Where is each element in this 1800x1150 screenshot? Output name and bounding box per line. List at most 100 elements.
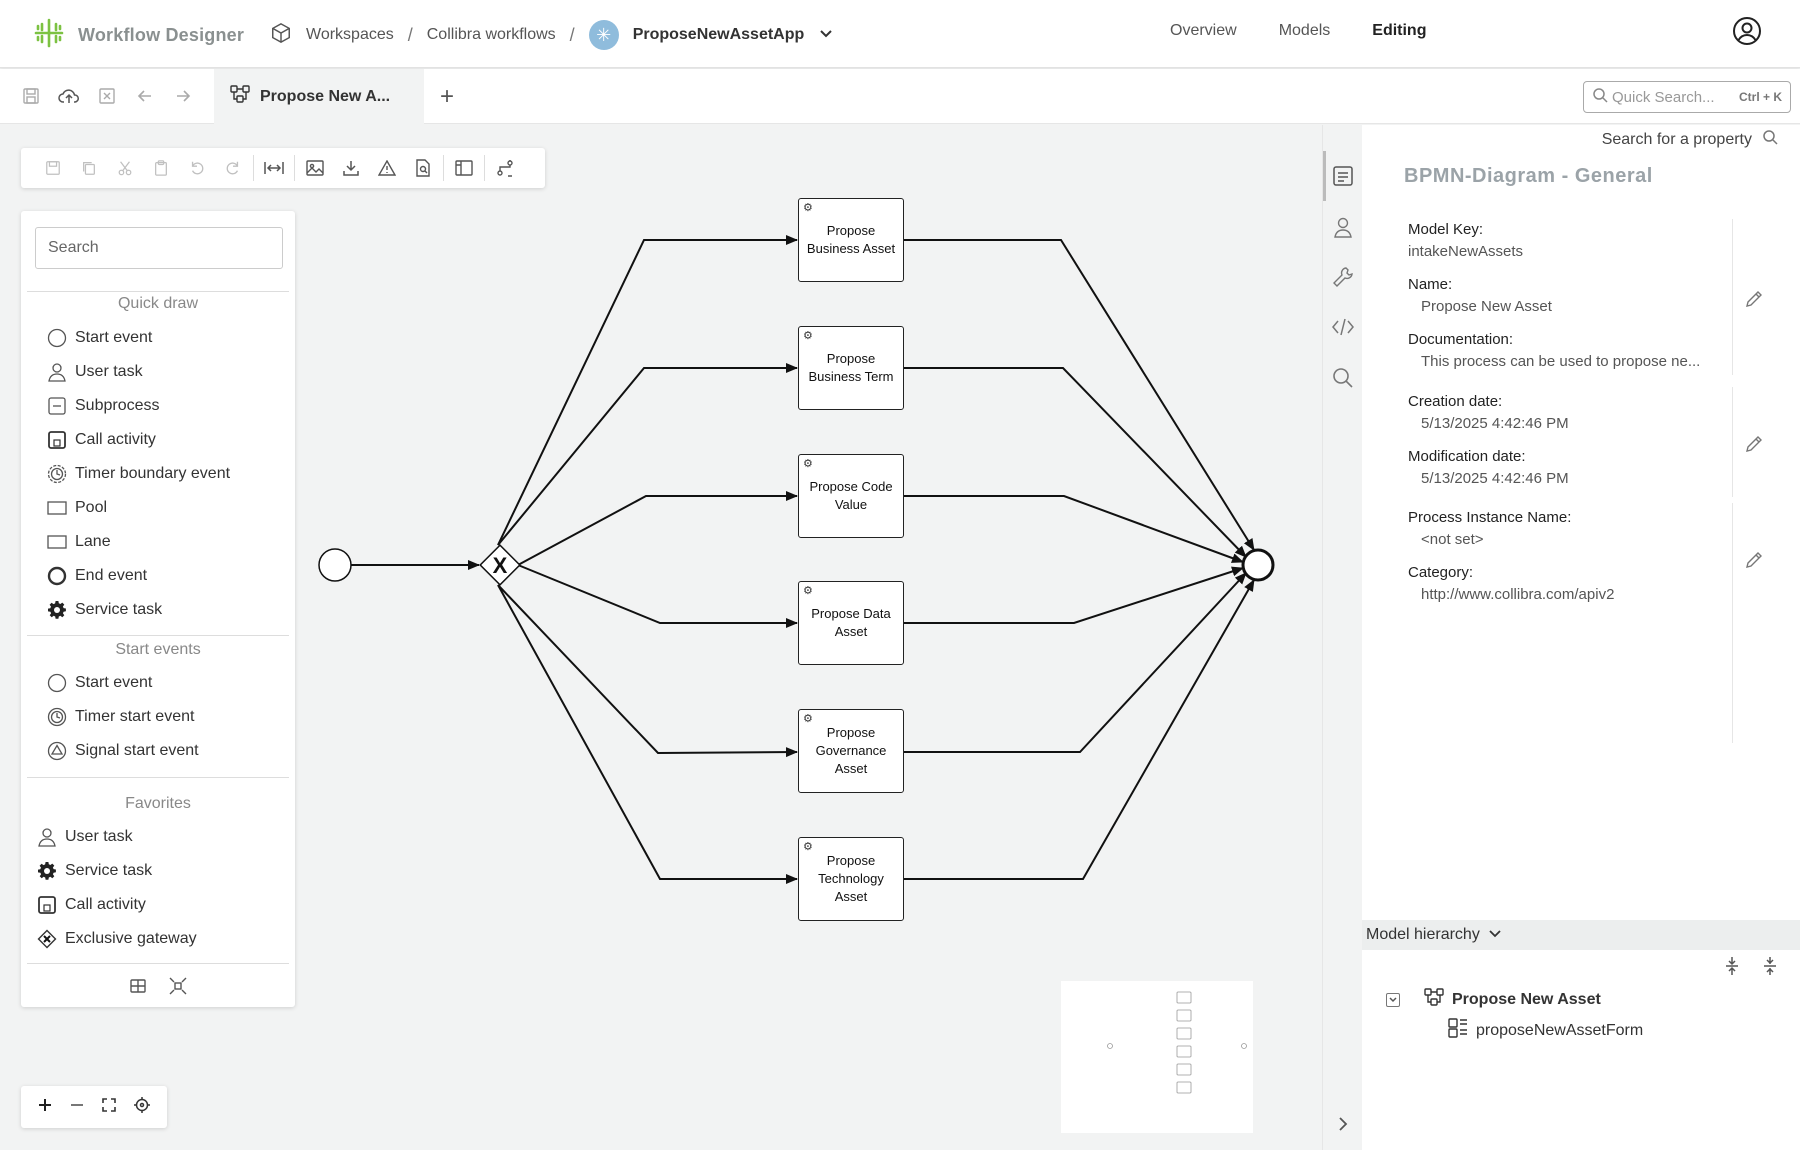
palette-item-call-activity[interactable]: Call activity xyxy=(47,430,156,450)
image-icon[interactable] xyxy=(297,150,333,186)
paste-icon[interactable] xyxy=(143,150,179,186)
name-value[interactable]: Propose New Asset xyxy=(1421,298,1552,315)
task-propose-code-value[interactable]: ⚙ Propose Code Value xyxy=(798,454,904,538)
favorite-item-user-task[interactable]: User task xyxy=(37,827,133,847)
documentation-label: Documentation: xyxy=(1408,331,1514,348)
favorite-item-exclusive-gateway[interactable]: Exclusive gateway xyxy=(37,929,197,949)
fit-width-icon[interactable] xyxy=(256,150,292,186)
warning-icon[interactable] xyxy=(369,150,405,186)
creation-date-value: 5/13/2025 4:42:46 PM xyxy=(1421,415,1569,432)
property-search[interactable]: Search for a property xyxy=(1602,129,1778,150)
copy-icon[interactable] xyxy=(71,150,107,186)
wrench-icon[interactable] xyxy=(1331,265,1355,289)
quick-search-input[interactable]: Quick Search... Ctrl + K xyxy=(1583,81,1791,113)
breadcrumb-workspaces[interactable]: Workspaces xyxy=(306,26,394,43)
palette-item-subprocess[interactable]: Subprocess xyxy=(47,396,160,416)
user-icon[interactable] xyxy=(1331,215,1355,239)
undo-icon[interactable] xyxy=(179,150,215,186)
save-icon[interactable] xyxy=(20,85,42,107)
palette-item-timer-boundary-event[interactable]: Timer boundary event xyxy=(47,464,230,484)
divider xyxy=(27,963,289,964)
redo-icon[interactable] xyxy=(215,150,251,186)
nav-models[interactable]: Models xyxy=(1278,22,1331,39)
collapse-icon[interactable] xyxy=(169,977,187,1000)
pencil-icon[interactable] xyxy=(1744,550,1764,570)
call-activity-icon xyxy=(37,895,57,915)
collapse-toggle-icon[interactable] xyxy=(1386,992,1400,1007)
collapse-all-icon[interactable] xyxy=(1760,956,1780,981)
palette-item-start-event[interactable]: Start event xyxy=(47,673,152,693)
chevron-right-icon[interactable] xyxy=(1331,1112,1355,1136)
palette-item-pool[interactable]: Pool xyxy=(47,498,107,518)
property-group-general: Model Key: intakeNewAssets Name: Propose… xyxy=(1408,221,1748,386)
download-icon[interactable] xyxy=(333,150,369,186)
documentation-value[interactable]: This process can be used to propose ne..… xyxy=(1421,353,1701,370)
zoom-out-icon[interactable] xyxy=(69,1097,85,1118)
crosshair-icon[interactable] xyxy=(133,1096,151,1119)
category-value[interactable]: http://www.collibra.com/apiv2 xyxy=(1421,586,1615,603)
chevron-down-icon[interactable] xyxy=(818,25,834,46)
process-instance-name-value[interactable]: <not set> xyxy=(1421,531,1484,548)
gear-icon xyxy=(47,600,67,620)
cut-icon[interactable] xyxy=(107,150,143,186)
palette-item-user-task[interactable]: User task xyxy=(47,362,143,382)
palette-item-service-task[interactable]: Service task xyxy=(47,600,162,620)
fit-screen-icon[interactable] xyxy=(101,1097,117,1118)
start-event-icon xyxy=(47,673,67,693)
document-search-icon[interactable] xyxy=(405,150,441,186)
model-hierarchy-title: Model hierarchy xyxy=(1366,926,1480,943)
search-icon[interactable] xyxy=(1331,366,1355,390)
task-propose-data-asset[interactable]: ⚙ Propose Data Asset xyxy=(798,581,904,665)
palette-item-signal-start-event[interactable]: Signal start event xyxy=(47,741,199,761)
nav-overview[interactable]: Overview xyxy=(1170,22,1237,39)
back-arrow-icon[interactable] xyxy=(134,85,156,107)
task-propose-business-term[interactable]: ⚙ Propose Business Term xyxy=(798,326,904,410)
hierarchy-root[interactable]: Propose New Asset xyxy=(1386,988,1601,1011)
lane-icon xyxy=(47,532,67,552)
palette-item-lane[interactable]: Lane xyxy=(47,532,111,552)
diagram-canvas[interactable]: X ⚙ Propose Business Asset ⚙ Propose Bus… xyxy=(0,125,1322,1150)
section-heading: Start events xyxy=(115,641,201,658)
add-tab-button[interactable]: + xyxy=(440,83,455,110)
task-propose-business-asset[interactable]: ⚙ Propose Business Asset xyxy=(798,198,904,282)
app-title: Workflow Designer xyxy=(78,25,245,45)
code-icon[interactable] xyxy=(1331,315,1355,339)
panel-layout-icon[interactable] xyxy=(446,150,482,186)
grid-icon[interactable] xyxy=(129,977,147,1000)
properties-panel: Search for a property BPMN-Diagram - Gen… xyxy=(1362,125,1800,920)
route-icon[interactable] xyxy=(487,150,523,186)
hierarchy-child[interactable]: proposeNewAssetForm xyxy=(1448,1018,1643,1043)
gear-icon: ⚙ xyxy=(803,841,813,853)
close-file-icon[interactable] xyxy=(96,85,118,107)
user-profile-icon[interactable] xyxy=(1732,16,1762,46)
palette-item-timer-start-event[interactable]: Timer start event xyxy=(47,707,194,727)
process-icon xyxy=(230,85,250,108)
favorite-item-call-activity[interactable]: Call activity xyxy=(37,895,146,915)
palette-search-input[interactable]: Search xyxy=(35,227,283,269)
tab-propose-new-asset[interactable]: Propose New A... xyxy=(214,69,424,124)
expand-all-icon[interactable] xyxy=(1722,956,1742,981)
palette-item-start-event[interactable]: Start event xyxy=(47,328,152,348)
task-propose-governance-asset[interactable]: ⚙ Propose Governance Asset xyxy=(798,709,904,793)
model-hierarchy-header[interactable]: Model hierarchy xyxy=(1362,920,1800,950)
forward-arrow-icon[interactable] xyxy=(172,85,194,107)
nav-editing[interactable]: Editing xyxy=(1372,22,1427,39)
sequence-flow xyxy=(517,564,798,628)
favorite-item-service-task[interactable]: Service task xyxy=(37,861,152,881)
upload-cloud-icon[interactable] xyxy=(58,85,80,107)
pencil-icon[interactable] xyxy=(1744,434,1764,454)
palette-item-end-event[interactable]: End event xyxy=(47,566,147,586)
breadcrumb-app[interactable]: ProposeNewAssetApp xyxy=(632,26,805,43)
pencil-icon[interactable] xyxy=(1744,289,1764,309)
task-propose-technology-asset[interactable]: ⚙ Propose Technology Asset xyxy=(798,837,904,921)
category-label: Category: xyxy=(1408,564,1474,581)
save-icon[interactable] xyxy=(35,150,71,186)
brand[interactable]: Workflow Designer xyxy=(34,18,244,53)
breadcrumb-collibra-workflows[interactable]: Collibra workflows xyxy=(426,26,556,43)
start-event xyxy=(318,548,352,582)
minimap[interactable] xyxy=(1061,981,1253,1133)
zoom-in-icon[interactable] xyxy=(37,1097,53,1118)
properties-list-icon[interactable] xyxy=(1331,164,1355,188)
main-nav: Overview Models Editing xyxy=(1170,22,1426,40)
modification-date-label: Modification date: xyxy=(1408,448,1526,465)
